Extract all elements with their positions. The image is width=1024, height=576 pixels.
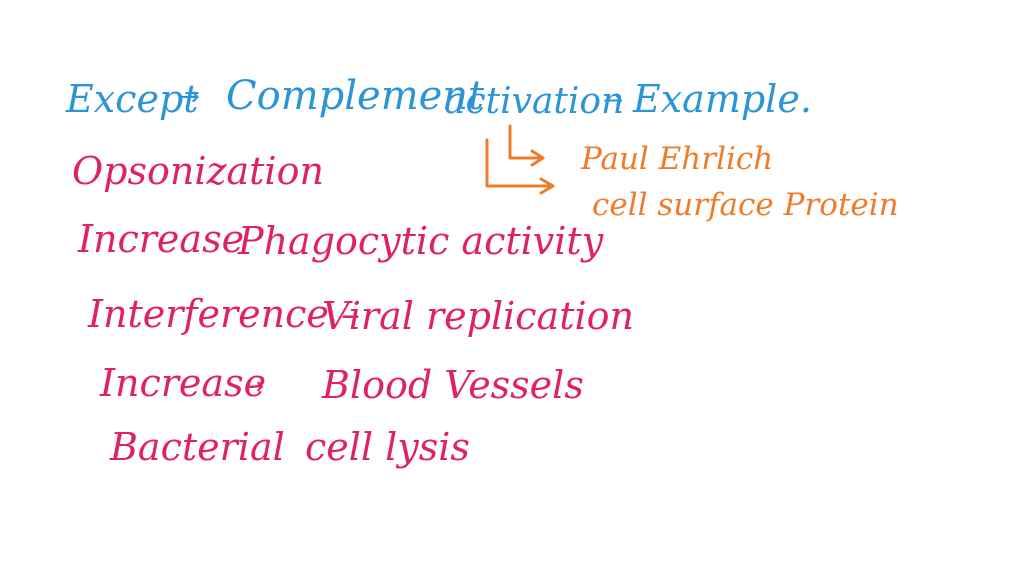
list-phagocytic-activity: Phagocytic activity (238, 219, 604, 263)
list-increase-2: Increase (100, 361, 267, 405)
heading-complement: Complement (226, 73, 485, 119)
note-paul-ehrlich: Paul Ehrlich (581, 141, 774, 177)
list-interference: Interference – (88, 292, 360, 336)
note-cell-surface-protein: cell surface Protein (592, 187, 899, 223)
bracket-arrow-upper (508, 124, 545, 167)
heading-arrow-1: → (178, 82, 200, 112)
list-opsonization: Opsonization (72, 149, 324, 193)
heading-arrow-2: → (603, 86, 624, 114)
heading-activation: activation (444, 81, 625, 122)
heading-example: Example. (633, 77, 812, 121)
list-increase-1: Increase (78, 217, 245, 261)
list-cell-lysis: cell lysis (305, 425, 470, 469)
list-blood-vessels: Blood Vessels (322, 363, 584, 407)
bracket-arrow-lower (485, 138, 555, 195)
list-bacterial: Bacterial (110, 425, 285, 469)
heading-except: Except (66, 77, 199, 121)
list-viral-replication: Viral replication (322, 294, 634, 338)
list-arrow: → (244, 372, 265, 400)
